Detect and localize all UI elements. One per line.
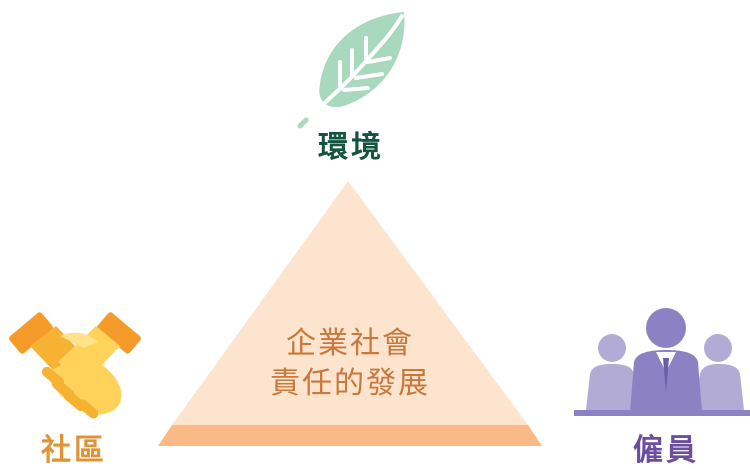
leaf-icon	[297, 12, 405, 129]
people-group-icon	[574, 308, 750, 416]
environment-label: 環境	[318, 130, 384, 165]
triangle-base-band	[158, 425, 542, 446]
employees-label: 僱員	[633, 433, 699, 468]
csr-triangle	[158, 181, 542, 446]
center-title-line-2: 責任的發展	[270, 366, 430, 401]
community-label: 社區	[41, 433, 107, 468]
csr-diagram-canvas	[9, 12, 750, 446]
handshake-icon	[9, 312, 141, 419]
center-title-line-1: 企業社會	[286, 326, 414, 361]
triangle-body	[172, 181, 528, 425]
